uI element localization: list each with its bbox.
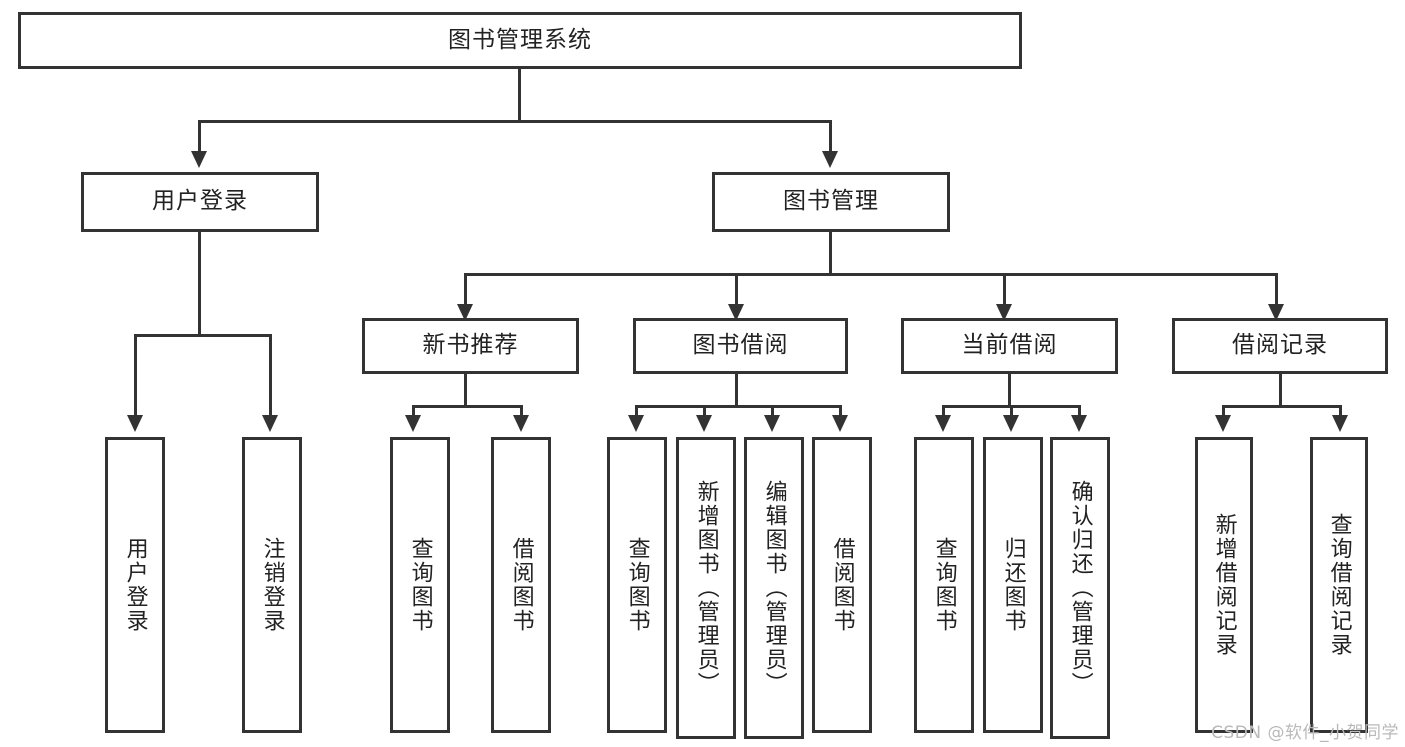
- edge-user-login-stem: [198, 232, 201, 336]
- node-label: 查询图书: [931, 537, 957, 633]
- leaf-return-book[interactable]: 归还图书: [983, 437, 1043, 733]
- node-label: 图书管理系统: [448, 26, 592, 53]
- node-label: 新书推荐: [422, 332, 519, 359]
- node-user-login[interactable]: 用户登录: [81, 172, 319, 232]
- watermark-text: CSDN @软件_小贺同学: [1211, 723, 1399, 743]
- node-root-book-management-system[interactable]: 图书管理系统: [18, 12, 1022, 69]
- edge-book-borrow-drop-1: [635, 405, 638, 419]
- leaf-logout[interactable]: 注销登录: [242, 437, 302, 733]
- edge-current-borrow-drop-2: [1010, 405, 1013, 419]
- arrow-to-leaf-borrow-book-bb: [832, 415, 848, 432]
- arrow-to-book-management: [822, 151, 838, 168]
- edge-level2-bus: [198, 120, 832, 123]
- edge-borrow-record-bus: [1222, 405, 1342, 408]
- node-label: 用户登录: [122, 537, 148, 633]
- node-label: 图书借阅: [692, 332, 789, 359]
- arrow-to-leaf-query-book-nb: [405, 415, 421, 432]
- edge-root-stem: [518, 69, 521, 121]
- edge-new-book-stem: [464, 374, 467, 407]
- edge-borrow-record-drop-2: [1339, 405, 1342, 419]
- leaf-query-book-new-recommend[interactable]: 查询图书: [390, 437, 450, 733]
- arrow-to-current-borrow: [996, 304, 1012, 321]
- node-label: 借阅图书: [829, 537, 855, 633]
- node-label: 新增图书（管理员）: [693, 480, 719, 696]
- arrow-to-leaf-add-record: [1215, 415, 1231, 432]
- node-label: 归还图书: [1000, 537, 1026, 633]
- edge-current-borrow-drop-3: [1078, 405, 1081, 419]
- node-label: 注销登录: [259, 537, 285, 633]
- leaf-user-login[interactable]: 用户登录: [105, 437, 165, 733]
- node-label: 编辑图书（管理员）: [761, 480, 787, 696]
- edge-current-borrow-drop-1: [942, 405, 945, 419]
- arrow-to-new-book-recommend: [457, 304, 473, 321]
- edge-new-book-bus: [412, 405, 523, 408]
- node-label: 查询借阅记录: [1326, 513, 1352, 657]
- edge-level2-drop-left: [198, 120, 201, 152]
- node-new-book-recommend[interactable]: 新书推荐: [362, 318, 579, 374]
- arrow-to-book-borrow: [728, 304, 744, 321]
- node-label: 确认归还（管理员）: [1067, 480, 1093, 696]
- arrow-to-leaf-edit-book: [764, 415, 780, 432]
- edge-borrow-record-drop-1: [1222, 405, 1225, 419]
- node-label: 用户登录: [152, 188, 248, 215]
- edge-book-borrow-bus: [635, 405, 842, 408]
- node-label: 借阅记录: [1232, 332, 1328, 359]
- leaf-confirm-return-admin[interactable]: 确认归还（管理员）: [1050, 437, 1110, 739]
- edge-level3-bus: [464, 273, 1278, 276]
- arrow-to-borrow-record: [1268, 304, 1284, 321]
- edge-level3-drop-3: [1003, 273, 1006, 305]
- node-label: 查询图书: [407, 537, 433, 633]
- arrow-to-user-login: [191, 151, 207, 168]
- edge-borrow-record-stem: [1279, 374, 1282, 407]
- edge-level2-drop-right: [829, 120, 832, 152]
- edge-level3-drop-1: [464, 273, 467, 305]
- arrow-to-leaf-logout: [262, 415, 278, 432]
- leaf-edit-book-admin[interactable]: 编辑图书（管理员）: [744, 437, 804, 739]
- arrow-to-leaf-add-book: [696, 415, 712, 432]
- node-label: 查询图书: [624, 537, 650, 633]
- node-borrow-record[interactable]: 借阅记录: [1172, 318, 1388, 374]
- leaf-add-borrow-record[interactable]: 新增借阅记录: [1195, 437, 1253, 733]
- edge-book-borrow-drop-3: [771, 405, 774, 419]
- leaf-query-book-borrow[interactable]: 查询图书: [607, 437, 667, 733]
- edge-current-borrow-stem: [1008, 374, 1011, 407]
- arrow-to-leaf-query-book-bb: [628, 415, 644, 432]
- leaf-borrow-book-book-borrow[interactable]: 借阅图书: [812, 437, 872, 733]
- edge-user-login-drop-2: [269, 334, 272, 418]
- edge-new-book-drop-1: [412, 405, 415, 419]
- edge-book-borrow-drop-2: [703, 405, 706, 419]
- node-label: 当前借阅: [961, 332, 1058, 359]
- edge-book-management-stem: [829, 232, 832, 276]
- edge-user-login-drop-1: [134, 334, 137, 418]
- arrow-to-leaf-borrow-book-nb: [513, 415, 529, 432]
- edge-level3-drop-4: [1275, 273, 1278, 305]
- node-label: 新增借阅记录: [1211, 513, 1237, 657]
- leaf-query-borrow-record[interactable]: 查询借阅记录: [1310, 437, 1368, 733]
- node-book-borrow[interactable]: 图书借阅: [633, 318, 848, 374]
- leaf-query-book-current[interactable]: 查询图书: [914, 437, 974, 733]
- arrow-to-leaf-return-book: [1003, 415, 1019, 432]
- edge-new-book-drop-2: [520, 405, 523, 419]
- edge-book-borrow-drop-4: [839, 405, 842, 419]
- arrow-to-leaf-query-record: [1332, 415, 1348, 432]
- node-current-borrow[interactable]: 当前借阅: [901, 318, 1118, 374]
- edge-level3-drop-2: [735, 273, 738, 305]
- arrow-to-leaf-query-book-cb: [935, 415, 951, 432]
- arrow-to-leaf-user-login: [127, 415, 143, 432]
- arrow-to-leaf-confirm-return: [1071, 415, 1087, 432]
- node-label: 图书管理: [783, 188, 879, 215]
- edge-user-login-bus: [134, 334, 272, 337]
- node-label: 借阅图书: [508, 537, 534, 633]
- edge-book-borrow-stem: [735, 374, 738, 407]
- leaf-add-book-admin[interactable]: 新增图书（管理员）: [676, 437, 736, 739]
- leaf-borrow-book-new-recommend[interactable]: 借阅图书: [491, 437, 551, 733]
- node-book-management[interactable]: 图书管理: [712, 172, 950, 232]
